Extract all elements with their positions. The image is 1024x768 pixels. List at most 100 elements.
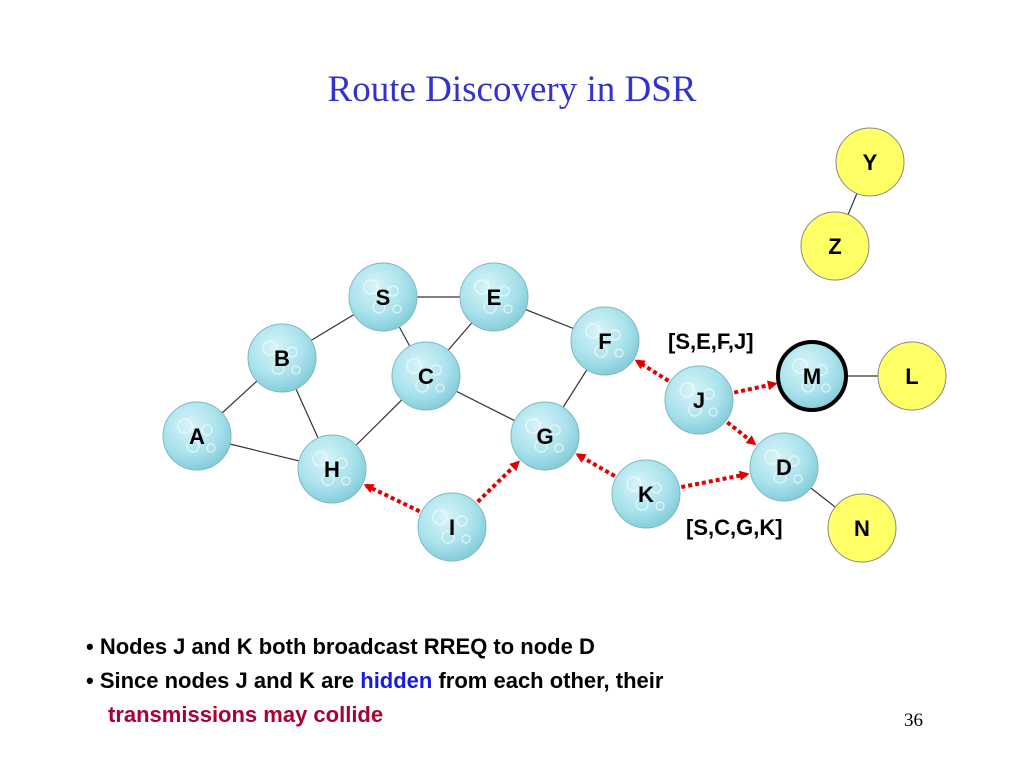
node-j: J — [664, 365, 734, 435]
page-number: 36 — [904, 710, 923, 731]
node-l: L — [877, 341, 947, 411]
node-label-d: D — [776, 455, 792, 480]
node-label-l: L — [905, 364, 918, 389]
bubble-texture — [594, 344, 608, 358]
bubble-texture — [262, 340, 278, 356]
node-circle-b — [247, 323, 317, 393]
bubble-texture — [498, 285, 510, 297]
bubble-texture — [554, 443, 564, 453]
bubble-texture — [788, 455, 800, 467]
node-label-g: G — [536, 424, 553, 449]
bullet-1: • Nodes J and K both broadcast RREQ to n… — [86, 634, 595, 659]
node-label-y: Y — [863, 150, 878, 175]
broadcast-arrow-K-G — [575, 453, 616, 478]
broadcast-arrow-J-F — [634, 359, 670, 383]
bubble-texture — [441, 530, 455, 544]
bubble-texture — [483, 300, 497, 314]
bubble-texture — [609, 329, 621, 341]
node-label-m: M — [803, 364, 821, 389]
broadcast-arrows — [363, 359, 778, 514]
bubble-texture — [816, 364, 828, 376]
bubble-texture — [474, 279, 490, 295]
bubble-texture — [406, 358, 422, 374]
node-circle-e — [459, 262, 529, 332]
bubble-texture — [415, 379, 429, 393]
node-s: S — [348, 262, 418, 332]
bubble-texture — [655, 501, 665, 511]
bubble-texture — [186, 439, 200, 453]
node-e: E — [459, 262, 529, 332]
node-circle-a — [162, 401, 232, 471]
node-circle-y — [835, 127, 905, 197]
bubble-texture — [363, 279, 379, 295]
node-d: D — [749, 432, 819, 502]
bubble-texture — [435, 383, 445, 393]
node-circle-j — [664, 365, 734, 435]
bubble-texture — [614, 348, 624, 358]
bubble-texture — [792, 358, 808, 374]
node-circle-i — [417, 492, 487, 562]
bubble-texture — [177, 418, 193, 434]
bubble-texture — [688, 403, 702, 417]
node-k: K — [611, 459, 681, 529]
bubble-texture — [708, 407, 718, 417]
bubble-texture — [372, 300, 386, 314]
bubble-texture — [461, 534, 471, 544]
bubble-texture — [525, 418, 541, 434]
node-m: M — [776, 340, 848, 412]
bubble-texture — [503, 304, 513, 314]
bubble-texture — [206, 443, 216, 453]
node-label-j: J — [693, 388, 705, 413]
node-label-i: I — [449, 515, 455, 540]
route-label-j: [S,E,F,J] — [668, 329, 754, 354]
node-label-f: F — [598, 329, 611, 354]
bubble-texture — [271, 361, 285, 375]
node-label-b: B — [274, 346, 290, 371]
bubble-texture — [286, 346, 298, 358]
slide-title: Route Discovery in DSR — [327, 69, 697, 110]
bubble-texture — [432, 509, 448, 525]
node-b: B — [247, 323, 317, 393]
bullet-list: • Nodes J and K both broadcast RREQ to n… — [86, 630, 663, 732]
bubble-texture — [291, 365, 301, 375]
node-circle-c — [391, 341, 461, 411]
bubble-texture — [650, 482, 662, 494]
node-circle-g — [510, 401, 580, 471]
node-label-h: H — [324, 457, 340, 482]
bubble-texture — [312, 451, 328, 467]
node-label-k: K — [638, 482, 654, 507]
node-circle-z — [800, 211, 870, 281]
bullet-2-end: from each other, their — [432, 668, 664, 693]
node-circle-f — [570, 306, 640, 376]
bubble-texture — [626, 476, 642, 492]
route-label-k: [S,C,G,K] — [686, 515, 783, 540]
broadcast-arrow-I-G — [476, 460, 520, 504]
node-circle-s — [348, 262, 418, 332]
broadcast-arrow-I-H — [363, 483, 421, 514]
bubble-texture — [534, 439, 548, 453]
node-circle-m — [776, 340, 848, 412]
node-z: Z — [800, 211, 870, 281]
node-a: A — [162, 401, 232, 471]
bullet-2-continuation: transmissions may collide — [108, 702, 384, 727]
node-c: C — [391, 341, 461, 411]
node-label-a: A — [189, 424, 205, 449]
bubble-texture — [456, 515, 468, 527]
node-label-e: E — [487, 285, 502, 310]
node-circle-k — [611, 459, 681, 529]
node-label-c: C — [418, 364, 434, 389]
bubble-texture — [793, 474, 803, 484]
broadcast-arrow-J-D — [726, 420, 757, 446]
node-circle-h — [297, 434, 367, 504]
node-g: G — [510, 401, 580, 471]
bubble-texture — [801, 379, 815, 393]
bubble-texture — [549, 424, 561, 436]
bubble-texture — [336, 457, 348, 469]
broadcast-arrow-J-M — [733, 380, 778, 395]
bubble-texture — [703, 388, 715, 400]
bubble-texture — [764, 449, 780, 465]
bubble-texture — [321, 472, 335, 486]
hidden-word: hidden — [360, 668, 433, 693]
